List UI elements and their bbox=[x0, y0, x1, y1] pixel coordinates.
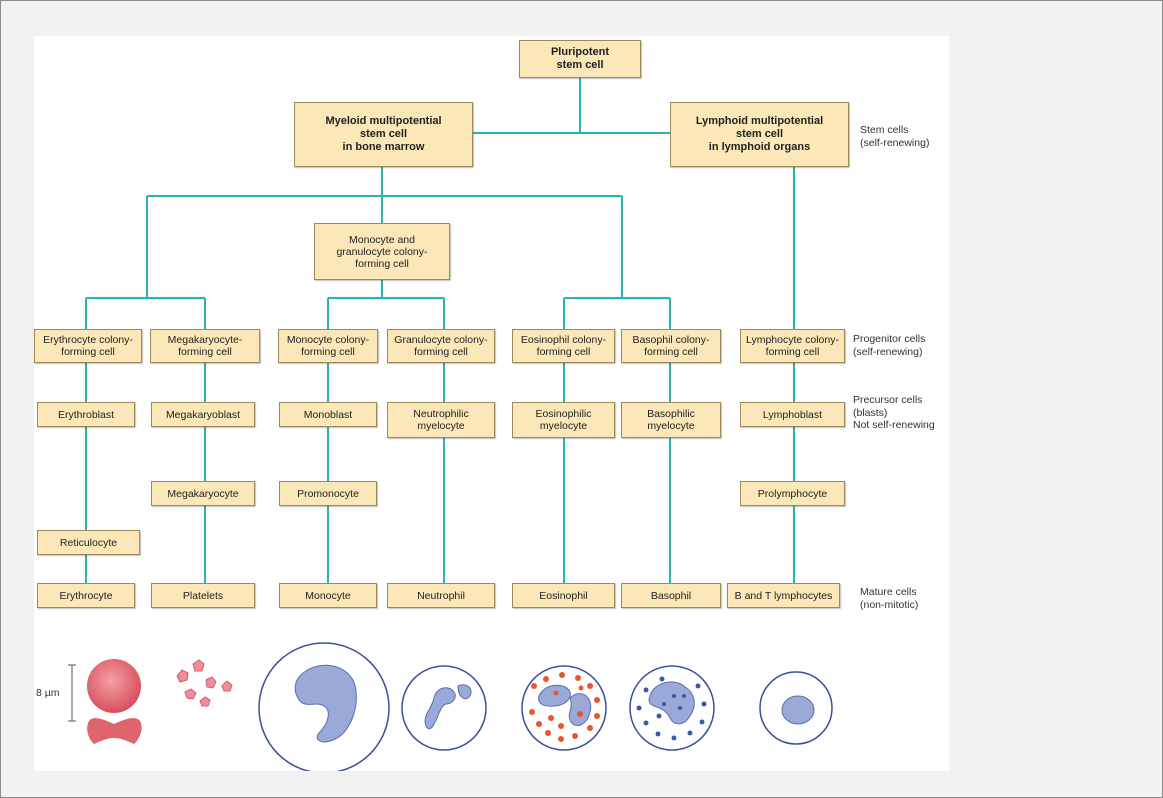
box-eosinophil: Eosinophil bbox=[512, 583, 615, 608]
box-promonocyte: Promonocyte bbox=[279, 481, 377, 506]
box-erythroblast: Erythroblast bbox=[37, 402, 135, 427]
scale-bar bbox=[68, 664, 76, 722]
box-megakaryocyte-cfc: Megakaryocyte- forming cell bbox=[150, 329, 260, 363]
box-platelets: Platelets bbox=[151, 583, 255, 608]
lymphocyte-illustration bbox=[759, 671, 833, 745]
box-erythrocyte: Erythrocyte bbox=[37, 583, 135, 608]
box-b-and-t-lymphocytes: B and T lymphocytes bbox=[727, 583, 840, 608]
platelets-illustration bbox=[176, 659, 233, 707]
neutrophil-illustration bbox=[401, 665, 487, 751]
box-monocyte-cfc: Monocyte colony- forming cell bbox=[278, 329, 378, 363]
box-erythrocyte-cfc: Erythrocyte colony- forming cell bbox=[34, 329, 142, 363]
box-basophil-cfc: Basophil colony- forming cell bbox=[621, 329, 721, 363]
label-precursor-cells: Precursor cells (blasts) Not self-renewi… bbox=[853, 394, 935, 431]
box-neutrophilic-myelocyte: Neutrophilic myelocyte bbox=[387, 402, 495, 438]
box-basophil: Basophil bbox=[621, 583, 721, 608]
connector-lines bbox=[68, 78, 833, 771]
box-pluripotent-stem-cell: Pluripotent stem cell bbox=[519, 40, 641, 78]
erythrocyte-illustration bbox=[87, 659, 142, 744]
label-progenitor-cells: Progenitor cells (self-renewing) bbox=[853, 333, 926, 358]
scale-label: 8 µm bbox=[36, 687, 60, 699]
box-megakaryoblast: Megakaryoblast bbox=[151, 402, 255, 427]
box-reticulocyte: Reticulocyte bbox=[37, 530, 140, 555]
label-mature-cells: Mature cells (non-mitotic) bbox=[860, 586, 919, 611]
box-lymphoblast: Lymphoblast bbox=[740, 402, 845, 427]
box-neutrophil: Neutrophil bbox=[387, 583, 495, 608]
diagram-panel: Pluripotent stem cell Myeloid multipoten… bbox=[34, 36, 949, 771]
box-basophilic-myelocyte: Basophilic myelocyte bbox=[621, 402, 721, 438]
box-myeloid-stem-cell: Myeloid multipotential stem cell in bone… bbox=[294, 102, 473, 167]
box-monoblast: Monoblast bbox=[279, 402, 377, 427]
label-stem-cells: Stem cells (self-renewing) bbox=[860, 124, 930, 149]
eosinophil-illustration bbox=[521, 665, 607, 751]
box-megakaryocyte: Megakaryocyte bbox=[151, 481, 255, 506]
box-prolymphocyte: Prolymphocyte bbox=[740, 481, 845, 506]
box-lymphoid-stem-cell: Lymphoid multipotential stem cell in lym… bbox=[670, 102, 849, 167]
box-monocyte: Monocyte bbox=[279, 583, 377, 608]
monocyte-illustration bbox=[258, 642, 390, 771]
box-eosinophil-cfc: Eosinophil colony- forming cell bbox=[512, 329, 615, 363]
box-lymphocyte-cfc: Lymphocyte colony- forming cell bbox=[740, 329, 845, 363]
basophil-illustration bbox=[629, 665, 715, 751]
box-monocyte-granulocyte-cfc: Monocyte and granulocyte colony- forming… bbox=[314, 223, 450, 280]
box-granulocyte-cfc: Granulocyte colony- forming cell bbox=[387, 329, 495, 363]
box-eosinophilic-myelocyte: Eosinophilic myelocyte bbox=[512, 402, 615, 438]
